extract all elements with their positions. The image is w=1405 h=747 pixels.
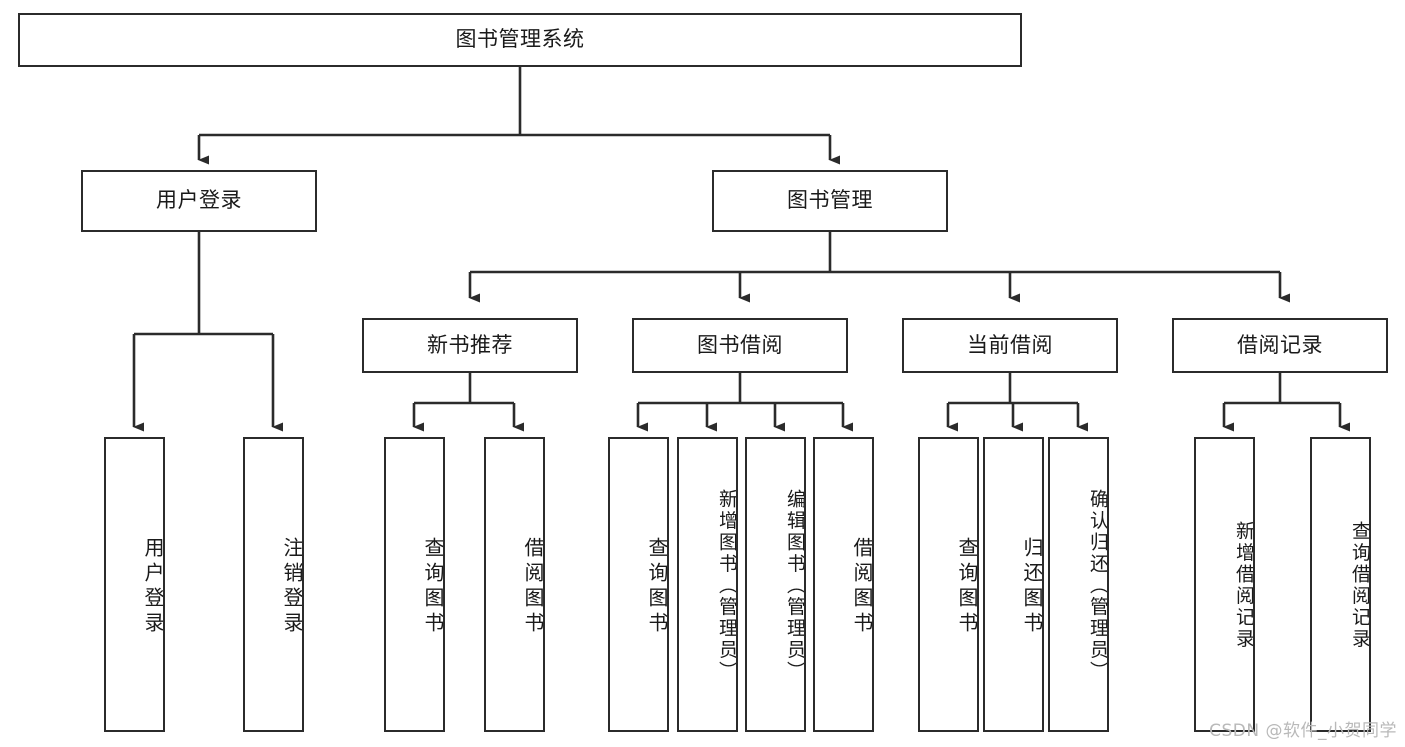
node-borrow-record[interactable]: 借阅记录 — [1172, 318, 1388, 373]
csdn-watermark: CSDN @软件_小贺同学 — [1209, 721, 1397, 741]
leaf-book-borrow-edit[interactable]: 编辑图书（管理员） — [745, 437, 806, 732]
leaf-new-book-query[interactable]: 查询图书 — [384, 437, 445, 732]
node-root-system[interactable]: 图书管理系统 — [18, 13, 1022, 67]
node-user-login[interactable]: 用户登录 — [81, 170, 317, 232]
leaf-book-borrow-query[interactable]: 查询图书 — [608, 437, 669, 732]
leaf-book-borrow-add[interactable]: 新增图书（管理员） — [677, 437, 738, 732]
node-current-borrow[interactable]: 当前借阅 — [902, 318, 1118, 373]
leaf-book-borrow-lend[interactable]: 借阅图书 — [813, 437, 874, 732]
leaf-borrow-record-query[interactable]: 查询借阅记录 — [1310, 437, 1371, 732]
leaf-current-borrow-return[interactable]: 归还图书 — [983, 437, 1044, 732]
leaf-user-login-signout[interactable]: 注销登录 — [243, 437, 304, 732]
leaf-current-borrow-query[interactable]: 查询图书 — [918, 437, 979, 732]
node-book-borrow[interactable]: 图书借阅 — [632, 318, 848, 373]
leaf-borrow-record-add[interactable]: 新增借阅记录 — [1194, 437, 1255, 732]
node-book-management[interactable]: 图书管理 — [712, 170, 948, 232]
leaf-new-book-borrow[interactable]: 借阅图书 — [484, 437, 545, 732]
node-new-book-recommend[interactable]: 新书推荐 — [362, 318, 578, 373]
leaf-user-login-signin[interactable]: 用户登录 — [104, 437, 165, 732]
leaf-current-borrow-confirm-return[interactable]: 确认归还（管理员） — [1048, 437, 1109, 732]
